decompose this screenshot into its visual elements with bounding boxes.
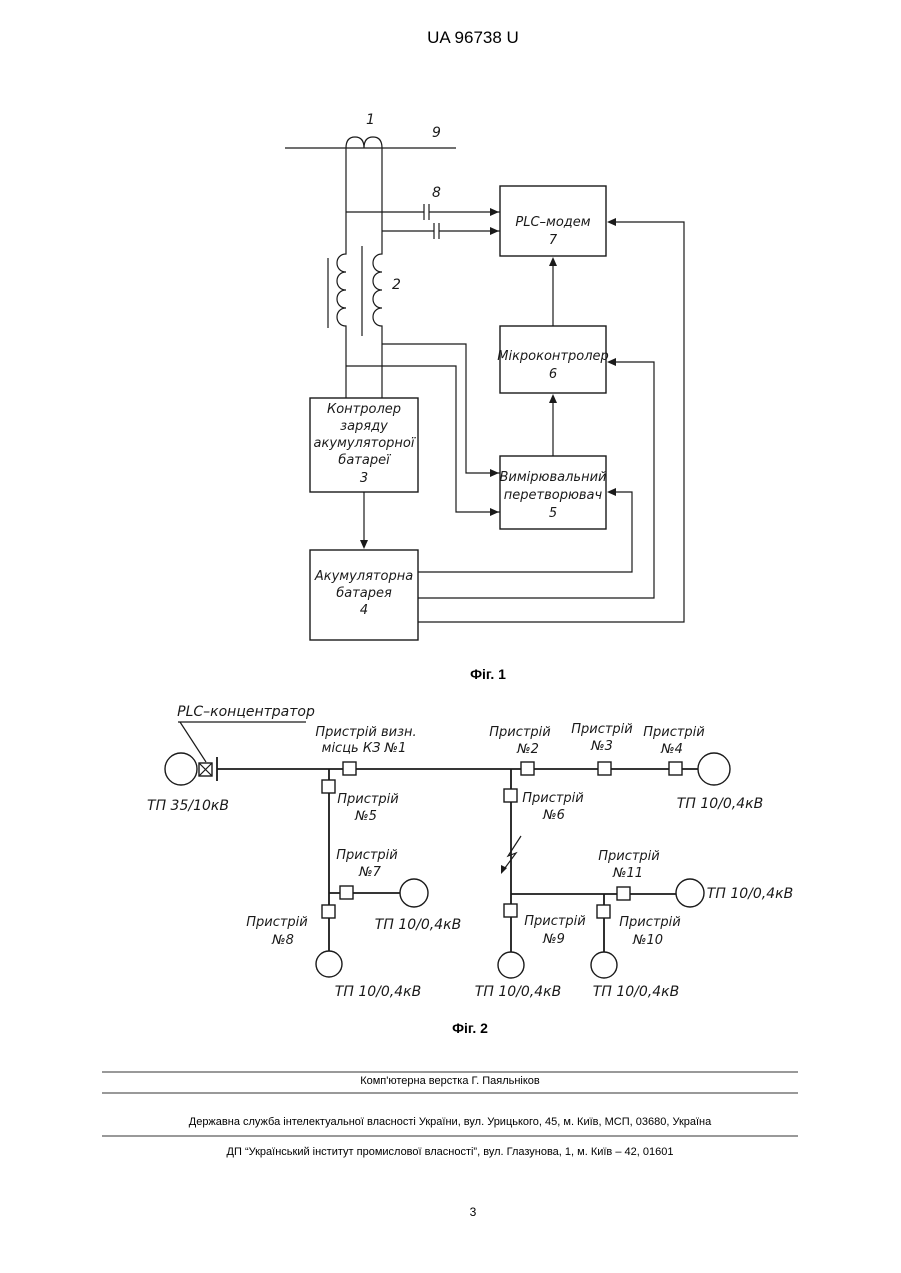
label-1: 1 [366,112,375,128]
figure-2: PLC–концентратор ТП 35/10кВ ТП 10/0,4кВ … [147,704,793,1000]
figure-2-caption: Фіг. 2 [452,1020,488,1036]
charger-num: 3 [360,471,368,486]
arrowhead-battery-modem [607,218,616,226]
device-7-num: №7 [358,865,382,880]
device-10 [597,905,610,918]
device-5 [322,780,335,793]
device-3-label: Пристрій [571,722,633,737]
charger-line1: Контролер [327,402,401,417]
device-9 [504,904,517,917]
label-9: 9 [432,125,441,141]
battery-to-modem [418,222,684,622]
tp-9-circle [498,952,524,978]
tp-10-label: ТП 10/0,4кВ [593,984,679,1000]
current-coil-1 [346,137,382,232]
tp-7-circle [400,879,428,907]
tp-7-label: ТП 10/0,4кВ [375,917,461,933]
device-10-num: №10 [632,933,663,948]
device-5-label: Пристрій [337,792,399,807]
tp-10-main-circle [698,753,730,785]
device-10-label: Пристрій [619,915,681,930]
tp-8-label: ТП 10/0,4кВ [335,984,421,1000]
device-9-label: Пристрій [524,914,586,929]
modem-num: 7 [549,233,558,248]
device-8-label: Пристрій [246,915,308,930]
device-2-num: №2 [516,742,539,757]
tp-11-circle [676,879,704,907]
transformer-coil-primary [337,210,346,366]
charger-line2: заряду [340,419,388,434]
institute-address: ДП “Український інститут промислової вла… [227,1146,674,1158]
arrowhead-cap-b [490,227,499,235]
device-6-label: Пристрій [522,791,584,806]
tp-10-main-label: ТП 10/0,4кВ [677,796,763,812]
converter-line2: перетворювач [504,488,603,503]
device-4-label: Пристрій [643,725,705,740]
page-number: 3 [470,1205,477,1219]
device-4-num: №4 [660,742,683,757]
device-7 [340,886,353,899]
device-2-label: Пристрій [489,725,551,740]
arrowhead-cap-a [490,208,499,216]
charger-line3: акумуляторної [314,436,416,451]
tp-35-label: ТП 35/10кВ [147,798,229,814]
arrowhead-battery [360,540,368,549]
device-7-label: Пристрій [336,848,398,863]
device-11-num: №11 [612,866,643,881]
tp-10-circle [591,952,617,978]
micro-num: 6 [549,367,557,382]
device-3 [598,762,611,775]
figure-1: 1 9 8 2 PLC–модем 7 Мікроконтролер 6 Кон… [285,112,684,640]
arrowhead-tap-2 [490,508,499,516]
device-5-num: №5 [354,809,377,824]
device-8-num: №8 [271,933,294,948]
modem-name: PLC–модем [515,215,590,230]
device-9-num: №9 [542,932,565,947]
arrowhead-micro [549,394,557,403]
patent-number: UA 96738 U [427,28,519,47]
concentrator-label: PLC–концентратор [177,704,315,720]
label-8: 8 [432,185,441,201]
arrowhead-battery-converter [607,488,616,496]
service-address: Державна служба інтелектуальної власност… [189,1116,712,1128]
tp-9-label: ТП 10/0,4кВ [475,984,561,1000]
device-6-num: №6 [542,808,565,823]
device-2 [521,762,534,775]
layout-credit: Комп'ютерна верстка Г. Паяльніков [360,1075,540,1087]
device-8 [322,905,335,918]
battery-num: 4 [360,603,368,618]
tp-35-10-circle [165,753,197,785]
battery-line1: Акумуляторна [314,569,413,584]
tp-8-circle [316,951,342,977]
device-11 [617,887,630,900]
device-4 [669,762,682,775]
charger-line4: батареї [338,453,391,468]
device-11-label: Пристрій [598,849,660,864]
arrowhead-tap-1 [490,469,499,477]
device-3-num: №3 [590,739,613,754]
device-1 [343,762,356,775]
arrowhead-modem [549,257,557,266]
tp-11-label: ТП 10/0,4кВ [707,886,793,902]
device-6 [504,789,517,802]
converter-line1: Вимірювальний [500,470,607,485]
device-1-label1: Пристрій визн. [315,725,416,740]
converter-num: 5 [549,506,557,521]
label-2: 2 [392,277,401,293]
battery-line2: батарея [336,586,392,601]
transformer-coil-secondary [373,232,382,366]
micro-name: Мікроконтролер [497,349,609,364]
device-1-label2: місць КЗ №1 [322,741,407,756]
figure-1-caption: Фіг. 1 [470,666,506,682]
